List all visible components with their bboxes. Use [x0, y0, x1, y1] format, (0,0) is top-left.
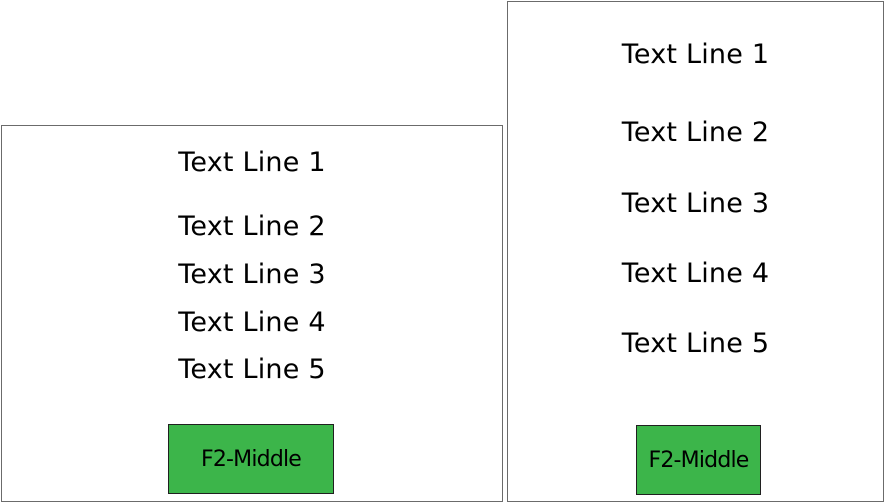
text-line-5: Text Line 5	[178, 354, 326, 385]
text-line-2: Text Line 2	[178, 211, 326, 242]
f2-middle-button[interactable]: F2-Middle	[636, 425, 761, 495]
text-line-5: Text Line 5	[621, 328, 770, 359]
text-line-4: Text Line 4	[178, 307, 326, 338]
text-line-1: Text Line 1	[178, 147, 326, 178]
left-screen-panel: Text Line 1 Text Line 2 Text Line 3 Text…	[1, 125, 503, 502]
text-line-4: Text Line 4	[621, 258, 770, 289]
f2-middle-button[interactable]: F2-Middle	[168, 424, 334, 494]
text-line-3: Text Line 3	[621, 188, 770, 219]
text-line-2: Text Line 2	[621, 117, 770, 148]
right-screen-panel: Text Line 1 Text Line 2 Text Line 3 Text…	[507, 1, 884, 502]
text-line-1: Text Line 1	[621, 39, 770, 70]
text-line-3: Text Line 3	[178, 259, 326, 290]
